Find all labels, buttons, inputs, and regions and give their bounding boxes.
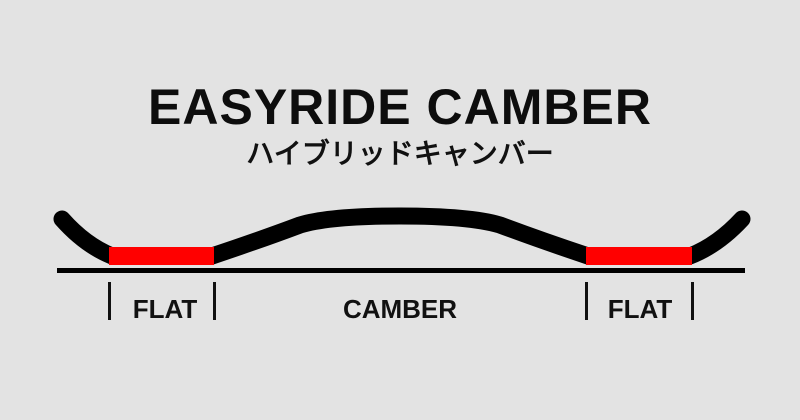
tick-mark <box>585 282 588 320</box>
left-flat-zone <box>109 247 214 265</box>
tick-mark <box>213 282 216 320</box>
zone-label-camber: CAMBER <box>342 294 458 324</box>
zone-label-left-flat: FLAT <box>132 294 198 324</box>
ground-line <box>57 268 745 273</box>
tick-mark <box>691 282 694 320</box>
zone-label-right-flat: FLAT <box>607 294 673 324</box>
tick-mark <box>108 282 111 320</box>
diagram-title: EASYRIDE CAMBER <box>148 79 652 135</box>
right-flat-zone <box>586 247 692 265</box>
diagram-subtitle: ハイブリッドキャンバー <box>246 137 554 170</box>
